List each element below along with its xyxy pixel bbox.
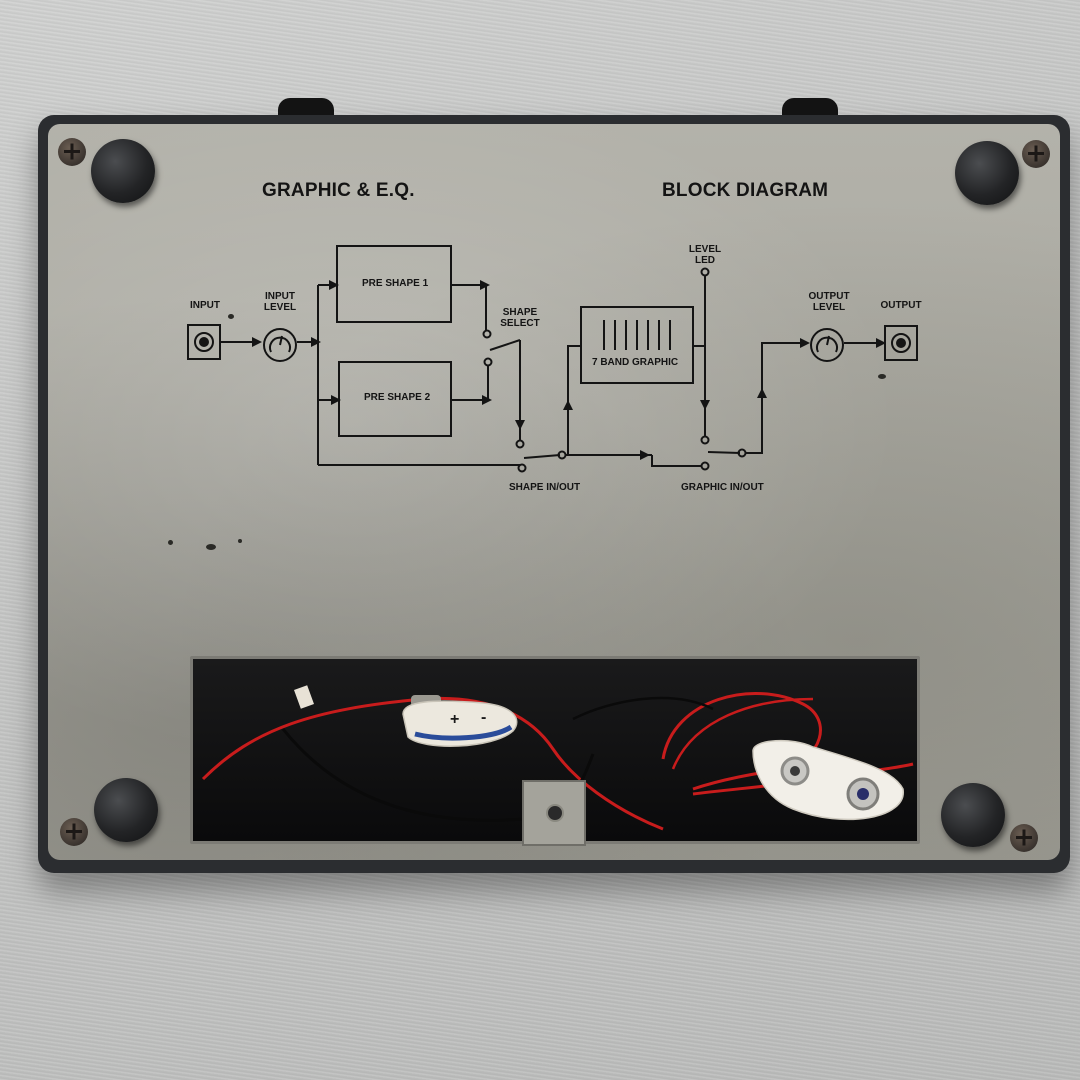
stain-mark (206, 544, 216, 550)
heading-block-diagram: BLOCK DIAGRAM (662, 180, 829, 201)
battery-cover-tab (522, 780, 586, 846)
stain-mark (168, 540, 173, 545)
label-level-led: LEVEL LED (688, 244, 722, 266)
battery-wires (201, 685, 914, 831)
label-shape-select: SHAPE SELECT (500, 307, 540, 329)
output-level-pot-symbol (810, 328, 844, 362)
heading-graphic-eq: GRAPHIC & E.Q. (262, 180, 415, 201)
input-jack-symbol (187, 324, 221, 360)
wire-tie (294, 685, 314, 709)
label-output-level: OUTPUT LEVEL (808, 291, 850, 313)
label-input-level: INPUT LEVEL (263, 291, 297, 313)
label-output: OUTPUT (880, 300, 922, 311)
stain-mark (878, 374, 886, 379)
input-level-pot-symbol (263, 328, 297, 362)
stain-mark (228, 314, 234, 319)
screw-top-right (1022, 140, 1050, 168)
battery-compartment: + - (190, 656, 920, 844)
snap-minus-mark: - (481, 709, 487, 726)
label-pre-shape-2: PRE SHAPE 2 (364, 392, 431, 403)
label-shape-in-out: SHAPE IN/OUT (509, 482, 581, 493)
label-input: INPUT (190, 300, 220, 311)
label-graphic-in-out: GRAPHIC IN/OUT (681, 482, 764, 493)
screw-top-left (58, 138, 86, 166)
screw-bottom-right (1010, 824, 1038, 852)
tab-screw-hole (546, 804, 564, 822)
snap-plus-mark: + (450, 711, 460, 728)
battery-snap-right (752, 739, 904, 821)
rubber-foot-bottom-left (94, 778, 158, 842)
rubber-foot-top-right (955, 141, 1019, 205)
label-7-band-graphic: 7 BAND GRAPHIC (592, 357, 679, 368)
rubber-foot-top-left (91, 139, 155, 203)
label-pre-shape-1: PRE SHAPE 1 (362, 278, 429, 289)
screw-bottom-left (60, 818, 88, 846)
rubber-foot-bottom-right (941, 783, 1005, 847)
stain-mark (238, 539, 242, 543)
